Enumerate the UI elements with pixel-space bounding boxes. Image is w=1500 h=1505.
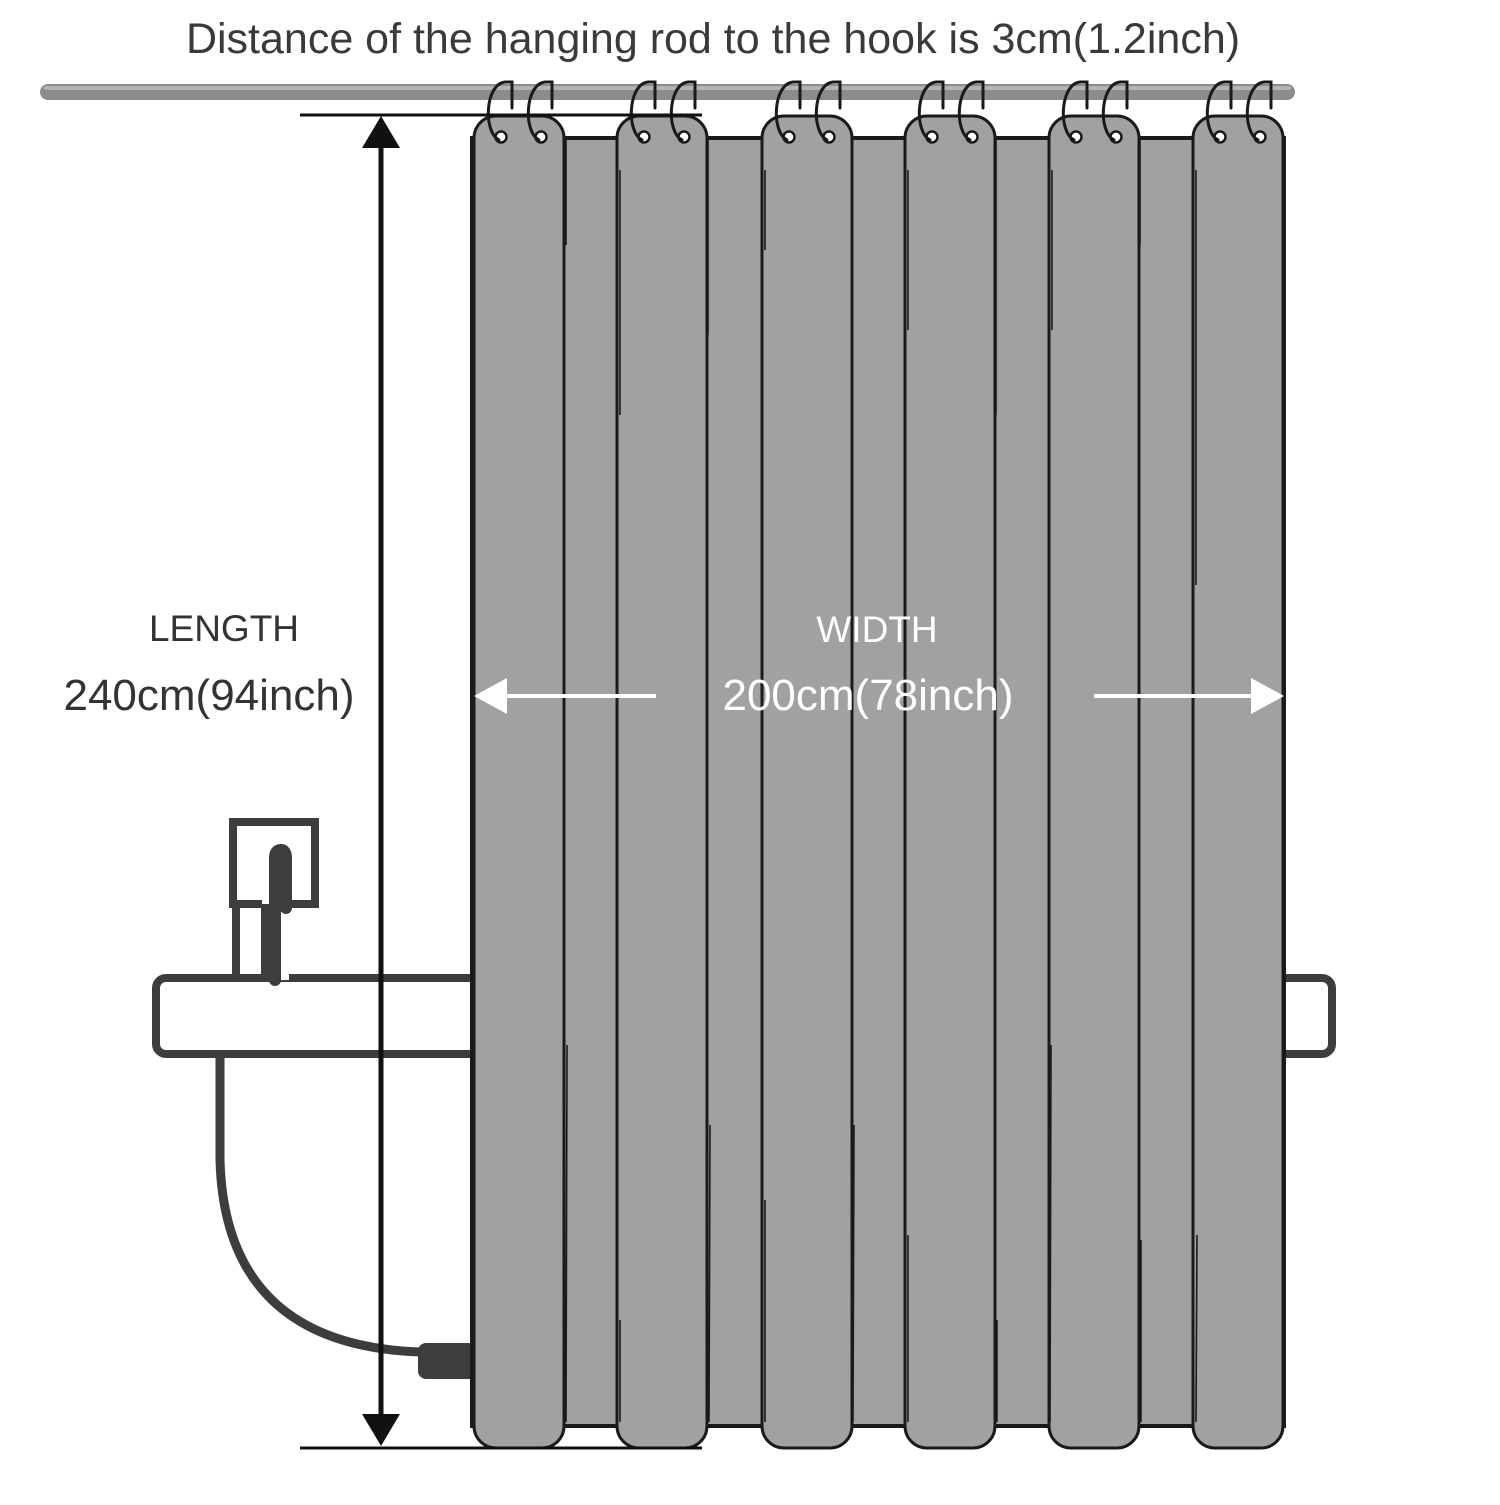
curtain-pleat bbox=[903, 114, 997, 1450]
curtain-ring-icon bbox=[1205, 80, 1233, 144]
curtain-pleat bbox=[1047, 114, 1141, 1450]
curtain-ring-icon bbox=[917, 80, 945, 144]
curtain-rings bbox=[486, 80, 1273, 144]
width-value: 200cm(78inch) bbox=[722, 671, 1013, 720]
curtain-pleat bbox=[472, 114, 566, 1450]
curtain-fold-line bbox=[852, 1124, 855, 1423]
curtain-ring-icon bbox=[629, 80, 657, 144]
length-arrow-up bbox=[362, 116, 400, 148]
shower-curtain bbox=[470, 80, 1286, 1450]
tub-foot bbox=[418, 1343, 478, 1379]
caption-text: Distance of the hanging rod to the hook … bbox=[186, 15, 1240, 63]
curtain-fold-line bbox=[1195, 1234, 1198, 1423]
curtain-ring-icon bbox=[1061, 80, 1089, 144]
curtain-pleat bbox=[1191, 114, 1285, 1450]
curtain-fold-line bbox=[1049, 1044, 1052, 1423]
length-value: 240cm(94inch) bbox=[63, 671, 354, 720]
curtain-fold-line bbox=[708, 1124, 711, 1423]
curtain-ring-icon bbox=[957, 80, 985, 144]
width-arrow-right bbox=[1251, 678, 1284, 714]
curtain-ring-icon bbox=[486, 80, 514, 144]
curtain-ring-icon bbox=[526, 80, 554, 144]
tub-rim-left bbox=[152, 974, 490, 1058]
length-dimension bbox=[300, 113, 702, 1450]
curtain-fold-line bbox=[565, 1044, 568, 1423]
curtain-ring-icon bbox=[1101, 80, 1129, 144]
curtain-body bbox=[470, 136, 1286, 1428]
length-arrow-down bbox=[362, 1414, 400, 1446]
curtain-ring-icon bbox=[814, 80, 842, 144]
curtain-pleat bbox=[760, 114, 854, 1450]
curtain-ring-icon bbox=[669, 80, 697, 144]
faucet-icon bbox=[229, 818, 319, 986]
width-dimension bbox=[474, 678, 1284, 714]
curtain-rod bbox=[40, 84, 1295, 100]
curtain-fold-lines bbox=[565, 140, 1198, 1423]
length-label: LENGTH bbox=[149, 608, 299, 649]
curtain-pleat bbox=[615, 114, 709, 1450]
width-label: WIDTH bbox=[816, 609, 937, 650]
curtain-ring-icon bbox=[1245, 80, 1273, 144]
curtain-pleats bbox=[472, 114, 1285, 1450]
width-arrow-left bbox=[474, 678, 507, 714]
curtain-ring-icon bbox=[774, 80, 802, 144]
